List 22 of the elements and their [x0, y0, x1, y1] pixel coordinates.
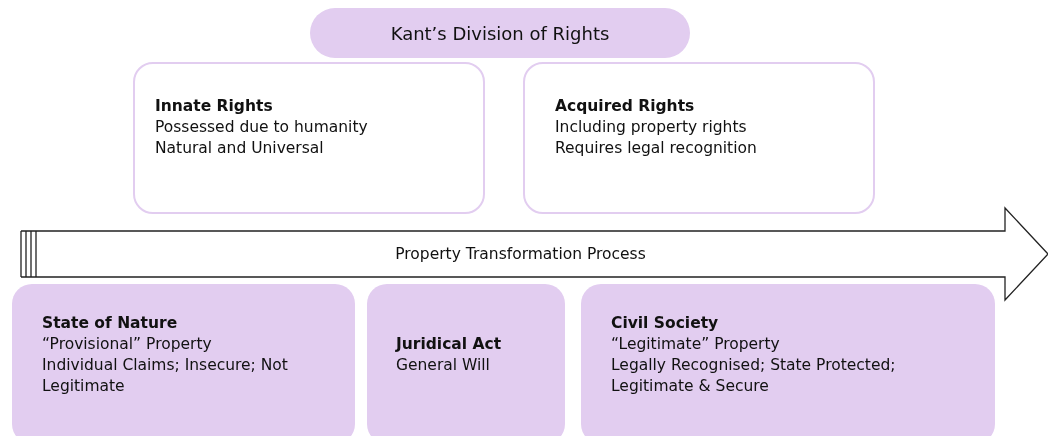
- card-text: Individual Claims; Insecure; Not Legitimate: [42, 355, 289, 397]
- card-heading: Civil Society: [611, 313, 719, 334]
- category-card: [523, 62, 875, 214]
- card-text: Natural and Universal: [155, 137, 324, 159]
- card-text: Possessed due to humanity: [155, 116, 368, 138]
- title-pill: [310, 8, 690, 58]
- title-text: Kant’s Division of Rights: [390, 22, 610, 44]
- card-text: “Provisional” Property: [42, 334, 212, 355]
- card-heading: State of Nature: [42, 313, 178, 334]
- arrow-label: Property Transformation Process: [395, 243, 646, 265]
- card-heading: Innate Rights: [155, 95, 273, 117]
- card-heading: Juridical Act: [396, 334, 502, 355]
- stage-card: [12, 284, 355, 436]
- card-text: Requires legal recognition: [555, 137, 757, 159]
- card-text: Including property rights: [555, 116, 747, 138]
- card-heading: Acquired Rights: [555, 95, 695, 117]
- card-text: General Will: [396, 355, 490, 376]
- category-card: [133, 62, 485, 214]
- card-text: Legally Recognised; State Protected; Legitimate & Secure: [611, 355, 897, 397]
- stage-card: [581, 284, 995, 436]
- card-text: “Legitimate” Property: [611, 334, 780, 355]
- stage-card: [367, 284, 565, 436]
